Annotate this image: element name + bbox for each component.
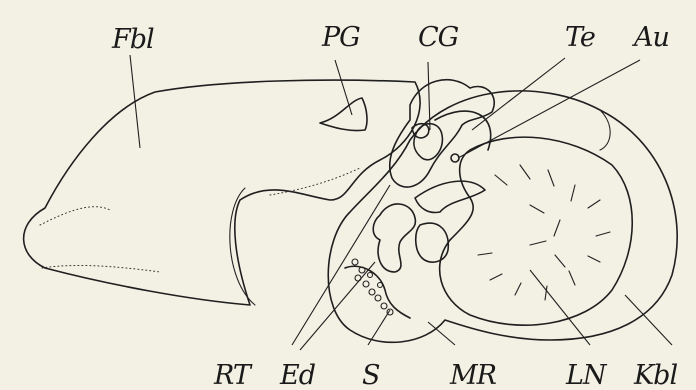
leader-au	[458, 60, 640, 158]
leader-pg	[335, 60, 352, 115]
label-au: Au	[631, 22, 669, 53]
mantle-region	[345, 181, 485, 318]
leader-fbl	[130, 55, 140, 148]
pedal-ganglion	[320, 98, 367, 131]
leader-ln	[530, 270, 590, 345]
label-s: S	[362, 360, 380, 390]
label-pg: PG	[321, 22, 360, 53]
label-cg: CG	[418, 22, 459, 53]
leader-kbl	[625, 295, 672, 345]
liver-mass	[440, 137, 633, 325]
label-mr: MR	[449, 360, 497, 390]
leader-lines	[130, 55, 672, 350]
label-ln: LN	[565, 360, 608, 390]
label-rt: RT	[213, 360, 253, 390]
foot-lobe	[24, 80, 420, 305]
egg-cluster	[352, 259, 393, 315]
leader-mr	[428, 322, 455, 345]
label-te: Te	[565, 22, 595, 53]
leader-s	[368, 310, 390, 345]
label-kbl: Kbl	[633, 360, 677, 390]
visceral-body	[328, 91, 677, 342]
label-fbl: Fbl	[111, 24, 154, 55]
label-ed: Ed	[279, 360, 316, 390]
